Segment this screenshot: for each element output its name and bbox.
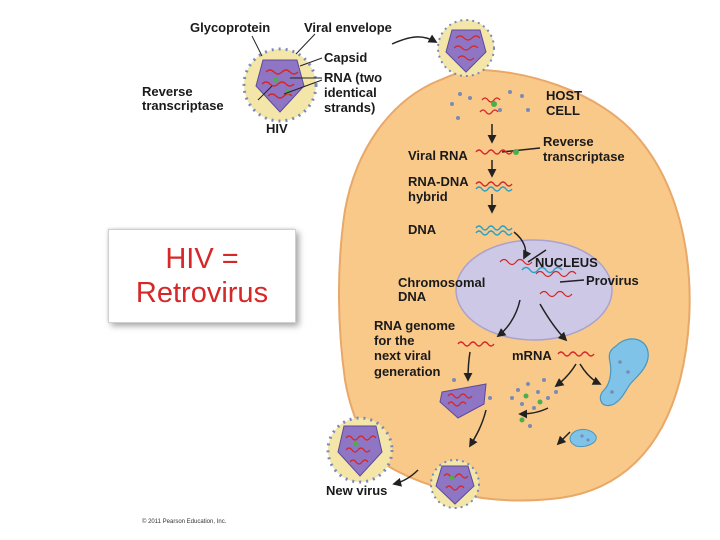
label-chromosomal-line2: DNA (398, 289, 427, 304)
label-capsid: Capsid (324, 50, 367, 65)
label-rt-inside-line1: Reverse (543, 134, 594, 149)
viral-rna-strand (475, 149, 513, 155)
hybrid-dna-strand (475, 186, 513, 192)
reverse-transcriptase-enzyme (513, 149, 519, 155)
dna-strand-1 (475, 225, 513, 231)
released-particles (450, 90, 530, 120)
label-rna-genome-line1: RNA genome (374, 318, 455, 333)
label-new-virus: New virus (326, 483, 387, 498)
new-virus (326, 416, 394, 484)
nucleus (455, 239, 613, 341)
label-nucleus: NUCLEUS (535, 255, 598, 270)
label-hiv: HIV (266, 121, 288, 136)
label-viral-rna: Viral RNA (408, 148, 468, 163)
label-rna-two-line3: strands) (324, 100, 375, 115)
label-reverse-transcriptase-line2: transcriptase (142, 98, 224, 113)
label-mrna: mRNA (512, 348, 552, 363)
label-reverse-transcriptase-line1: Reverse (142, 84, 193, 99)
reference-leader-lines (251, 33, 323, 101)
endoplasmic-reticulum (599, 338, 649, 407)
label-glycoprotein: Glycoprotein (190, 20, 270, 35)
budding-virion (430, 459, 480, 509)
chromosomal-dna (499, 258, 577, 278)
label-viral-envelope: Viral envelope (304, 20, 392, 35)
label-rna-dna-line2: hybrid (408, 189, 448, 204)
title-line-1: HIV = (165, 243, 239, 275)
rna-genome-strand (457, 341, 495, 347)
label-rt-inside-line2: transcriptase (543, 149, 625, 164)
label-rna-dna-line1: RNA-DNA (408, 174, 469, 189)
label-rna-two-line1: RNA (two (324, 70, 382, 85)
arrow-to-cell (391, 34, 438, 45)
title-box: HIV = Retrovirus (108, 229, 296, 323)
entering-virion (437, 19, 495, 77)
vesicle (569, 429, 597, 447)
label-rna-two-line2: identical (324, 85, 377, 100)
title-line-2: Retrovirus (135, 277, 269, 309)
hiv-virion-reference (242, 47, 318, 123)
flow-arrows (487, 124, 541, 260)
assembly-arrows (392, 351, 602, 487)
label-host-cell-line2: CELL (546, 103, 580, 118)
label-host-cell-line1: HOST (546, 88, 582, 103)
label-dna: DNA (408, 222, 437, 237)
cytoplasm-proteins (510, 360, 630, 442)
label-provirus: Provirus (586, 273, 639, 288)
nucleus-dna-lower (539, 290, 573, 298)
assembling-virion (439, 378, 492, 419)
label-chromosomal-line1: Chromosomal (398, 275, 485, 290)
integrated-provirus (521, 266, 563, 274)
dna-strand-2 (475, 230, 513, 236)
nucleus-output-arrows (496, 249, 585, 342)
copyright-notice: © 2011 Pearson Education, Inc. (142, 518, 227, 525)
mrna-strand (557, 351, 595, 357)
label-rna-genome-line3: next viral (374, 348, 431, 363)
hybrid-rna-strand (475, 181, 513, 187)
label-rna-genome-line4: generation (374, 364, 441, 379)
label-rna-genome-line2: for the (374, 333, 414, 348)
